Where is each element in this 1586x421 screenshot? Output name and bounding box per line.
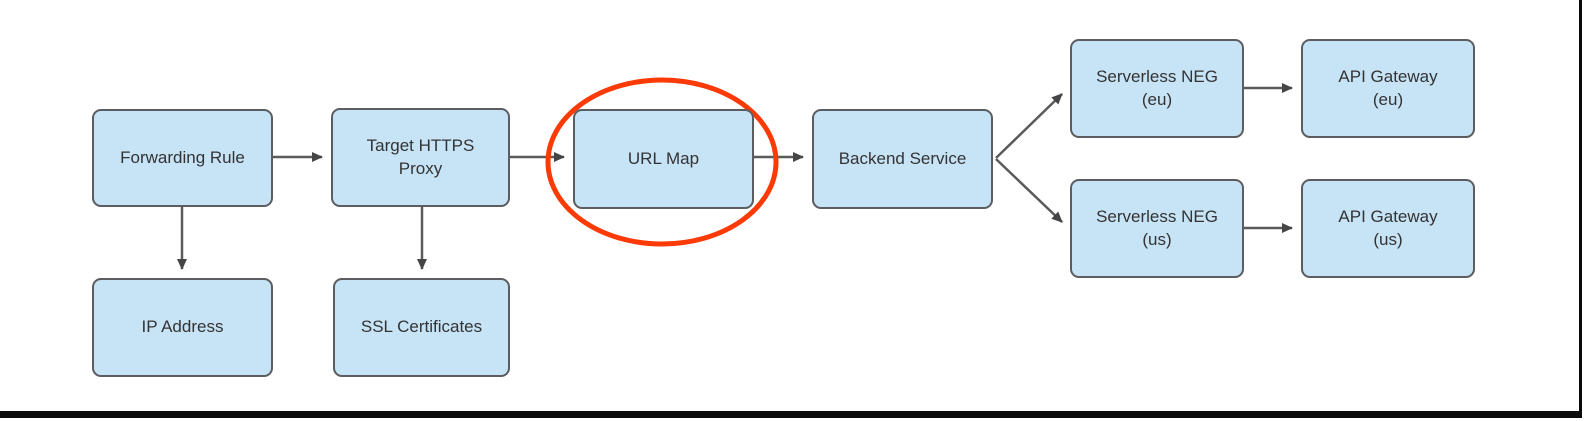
edge-backend-service-to-serverless-neg-eu (995, 93, 1063, 159)
node-api-gateway-eu: API Gateway (eu) (1301, 39, 1475, 138)
node-label: Target HTTPS Proxy (366, 135, 475, 178)
node-label: Serverless NEG (us) (1096, 206, 1218, 249)
node-label: Serverless NEG (eu) (1096, 66, 1218, 109)
node-api-gateway-us: API Gateway (us) (1301, 179, 1475, 278)
node-url-map: URL Map (573, 109, 754, 209)
node-label: API Gateway (eu) (1338, 66, 1438, 109)
window-edge-bottom (0, 411, 1582, 418)
node-label: Backend Service (838, 148, 967, 168)
node-ssl-certificates: SSL Certificates (333, 278, 510, 377)
node-label: SSL Certificates (360, 317, 483, 337)
node-ip-address: IP Address (92, 278, 273, 377)
node-target-https-proxy: Target HTTPS Proxy (331, 108, 510, 207)
node-backend-service: Backend Service (812, 109, 993, 209)
node-label: IP Address (141, 317, 224, 337)
node-label: API Gateway (us) (1338, 206, 1438, 249)
node-serverless-neg-eu: Serverless NEG (eu) (1070, 39, 1244, 138)
window-edge-right (1579, 0, 1582, 418)
node-forwarding-rule: Forwarding Rule (92, 109, 273, 207)
node-serverless-neg-us: Serverless NEG (us) (1070, 179, 1244, 278)
node-label: URL Map (627, 148, 700, 168)
edge-backend-service-to-serverless-neg-us (995, 158, 1063, 223)
node-label: Forwarding Rule (120, 147, 245, 167)
